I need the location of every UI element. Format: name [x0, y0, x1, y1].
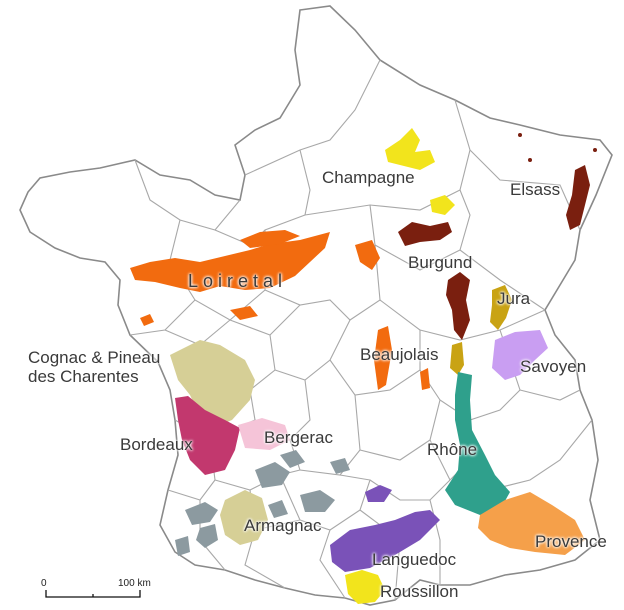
- region-rhone-area: [445, 372, 510, 515]
- label-savoyen: Savoyen: [520, 357, 587, 376]
- region-burgund-area: [398, 222, 470, 340]
- region-cognac-area: [170, 340, 255, 428]
- label-cognac: Cognac & Pineau des Charentes: [28, 348, 161, 386]
- label-elsass: Elsass: [510, 180, 561, 199]
- region-champagne-area: [385, 128, 455, 215]
- label-provence: Provence: [535, 532, 607, 551]
- scale-end-label: 100 km: [118, 578, 151, 589]
- label-armagnac: Armagnac: [244, 516, 322, 535]
- region-provence-area: [478, 492, 585, 555]
- region-bergerac-area: [238, 418, 290, 450]
- scale-bar: [45, 590, 141, 598]
- label-champagne: Champagne: [322, 168, 415, 187]
- label-beaujolais: Beaujolais: [360, 345, 439, 364]
- region-elsass-area: [518, 133, 597, 230]
- label-roussillon: Roussillon: [380, 582, 459, 601]
- region-roussillon-area: [345, 570, 385, 604]
- region-jura-area: [490, 285, 512, 330]
- region-languedoc-area: [330, 485, 440, 572]
- label-jura: Jura: [497, 289, 531, 308]
- region-savoyen-area: [492, 330, 548, 380]
- label-burgund: Burgund: [408, 253, 473, 272]
- label-languedoc: Languedoc: [372, 550, 457, 569]
- label-bordeaux: Bordeaux: [120, 435, 193, 454]
- scale-start-label: 0: [41, 578, 47, 589]
- region-southwest-area: [175, 450, 350, 556]
- label-rhone: Rhône: [427, 440, 478, 459]
- region-beaujolais-area: [374, 326, 464, 390]
- region-bordeaux-area: [175, 396, 240, 475]
- region-armagnac-area: [220, 490, 268, 545]
- region-loire-area: [130, 230, 380, 326]
- label-bergerac: Bergerac: [264, 428, 333, 447]
- label-loire: Loiretal: [188, 271, 288, 291]
